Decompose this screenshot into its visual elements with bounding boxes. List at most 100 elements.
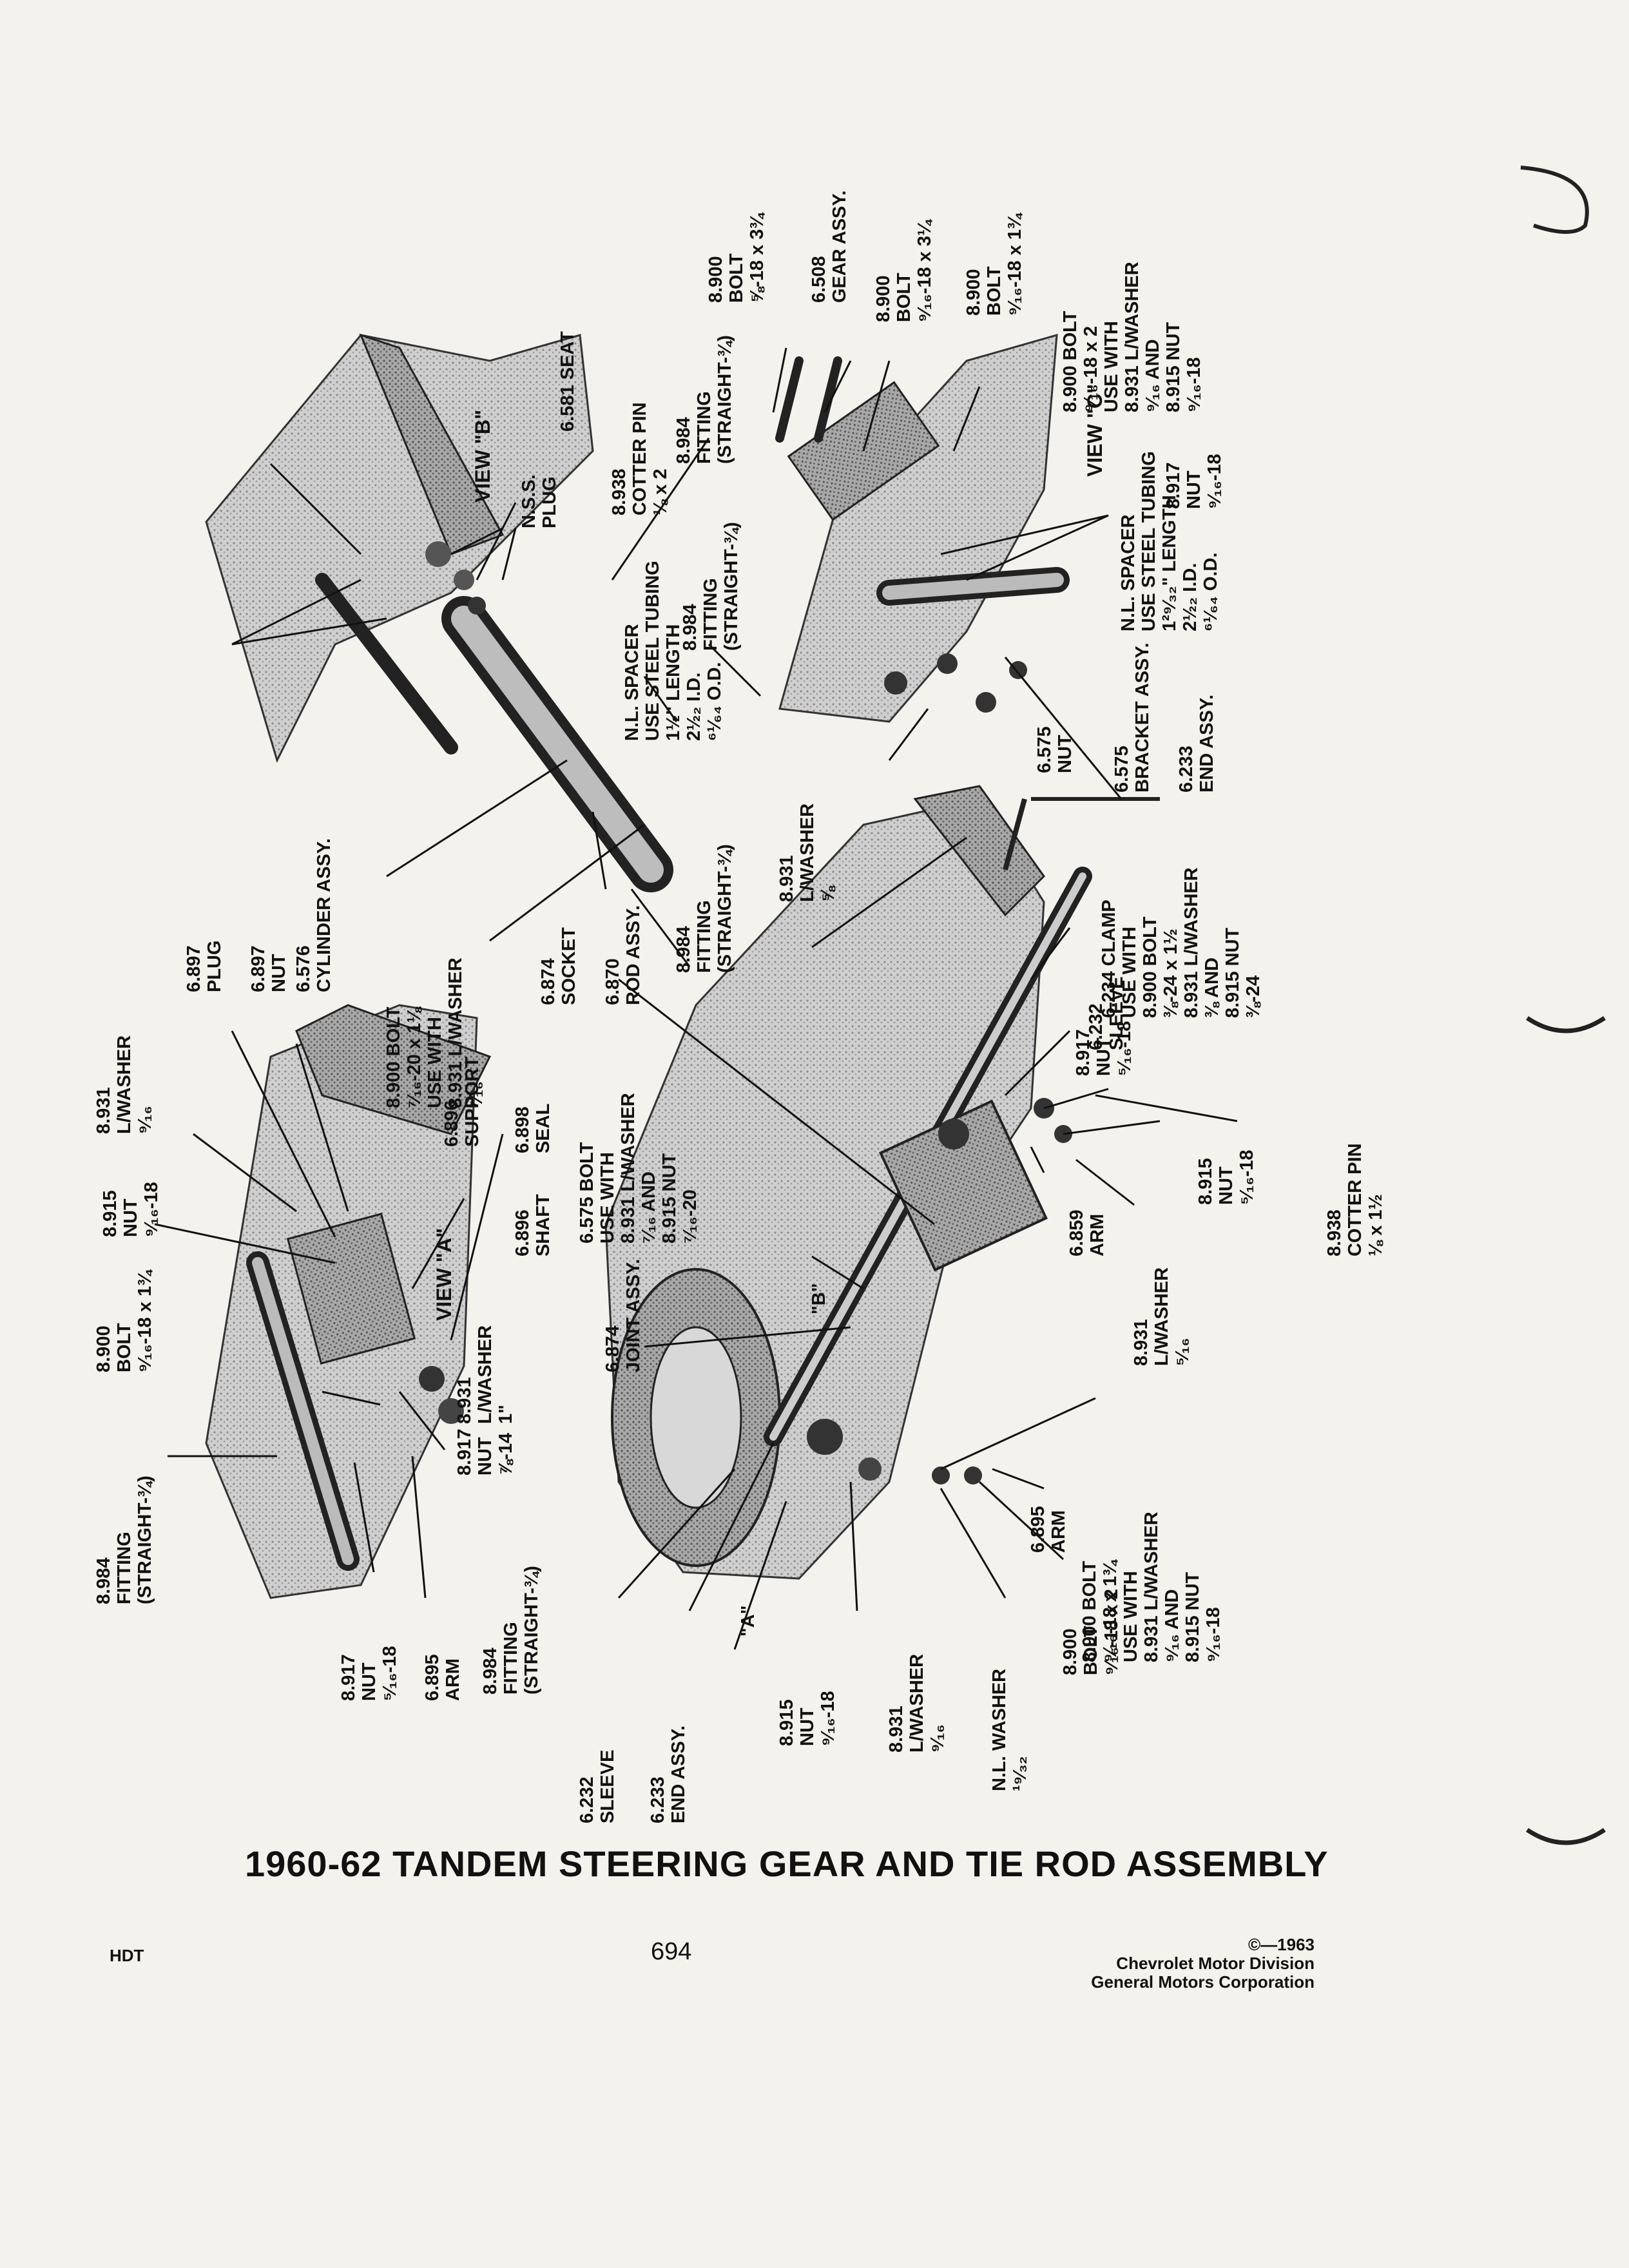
part-label-line: ARM (1087, 1214, 1108, 1256)
part-label-arm-6895-l: 6.895ARM (422, 1654, 463, 1701)
part-label-line: "A" (738, 1606, 758, 1637)
part-label-line: L/WASHER (1152, 1267, 1172, 1366)
part-label-line: 8.915 (1195, 1158, 1216, 1205)
part-label-line: SHAFT (533, 1194, 554, 1256)
view-a-illustration (205, 1004, 492, 1599)
part-label-line: 1½" LENGTH (663, 624, 684, 741)
part-label-sleeve-r: 6.232SLEEVE (1086, 977, 1127, 1050)
part-label-line: USE WITH (1121, 1571, 1141, 1662)
part-label-line: ARM (1048, 1510, 1069, 1553)
part-label-view-c: VIEW "C" (1083, 384, 1106, 477)
part-label-line: 8.984 (680, 604, 700, 651)
part-label-line: 8.931 (886, 1706, 907, 1753)
part-label-line: 6.898 (512, 1106, 533, 1153)
part-label-line: USE WITH (597, 1152, 618, 1244)
leader-lines (154, 347, 1238, 1650)
part-label-line: 8.984 (673, 417, 694, 464)
part-label-seat: 6.581 SEAT (557, 331, 578, 432)
part-label-line: ⁹⁄₁₆-18 (1203, 1607, 1224, 1662)
part-label-bolt-6575: 6.575 BOLTUSE WITH8.931 L/WASHER⁷⁄₁₆ AND… (577, 1093, 700, 1244)
part-label-bolt-c2: 8.900BOLT⁹⁄₁₆-18 x 3¼ (873, 218, 935, 322)
part-label-line: ⁹⁄₁₆-18 x 2 (1081, 326, 1101, 412)
part-label-plug-6897: 6.897PLUG (184, 940, 225, 992)
part-label-line: ⁷⁄₁₆-20 (680, 1189, 700, 1244)
part-label-line: BOLT (984, 266, 1005, 316)
part-label-mark-b: "B" (809, 1283, 829, 1314)
part-label-line: ⅜-24 x 1½ (1161, 928, 1181, 1018)
part-label-line: 8.900 BOLT (1079, 1561, 1100, 1662)
part-label-line: 8.931 L/WASHER (445, 957, 466, 1108)
part-label-line: 8.915 NUT (1182, 1571, 1203, 1662)
part-label-line: ⅝-18 x 3¾ (747, 212, 767, 303)
binder-hole-mark-2 (1526, 1016, 1606, 1033)
part-label-line: NUT (120, 1198, 141, 1237)
part-label-line: NUT (797, 1707, 818, 1746)
part-label-line: 1²⁹⁄₃₂" LENGTH (1159, 495, 1180, 631)
part-label-line: SOCKET (559, 927, 579, 1005)
part-label-line: FITTING (694, 900, 715, 973)
part-label-line: NUT (475, 1437, 496, 1475)
part-label-nut-516-r: 8.917NUT⁵⁄₁₆-18 (1073, 1021, 1135, 1076)
part-label-line: ⅝ (818, 885, 838, 902)
part-label-line: USE WITH (425, 1017, 445, 1108)
part-label-nut-top: 8.917NUT⁹⁄₁₆-18 (1163, 454, 1225, 509)
part-label-line: PLUG (539, 476, 560, 528)
publisher-line-2: General Motors Corporation (1091, 1972, 1315, 1992)
part-label-line: 8.931 L/WASHER (1181, 867, 1202, 1018)
part-label-cylinder-assy: 6.576CYLINDER ASSY. (293, 838, 334, 992)
part-label-line: L/WASHER (797, 803, 818, 902)
part-label-line: 8.915 NUT (659, 1153, 680, 1244)
part-label-line: 8.917 (1073, 1029, 1094, 1076)
part-label-line: GEAR ASSY. (829, 190, 850, 303)
part-label-line: 8.931 L/WASHER (1122, 262, 1142, 412)
part-label-line: 8.915 (776, 1699, 797, 1746)
part-label-line: (STRAIGHT-¾) (721, 522, 742, 651)
part-label-line: 6.897 (248, 945, 269, 992)
part-label-line: END ASSY. (668, 1725, 689, 1823)
part-label-gear-assy: 6.508GEAR ASSY. (809, 190, 850, 303)
part-label-line: 6.232 (577, 1776, 597, 1823)
part-label-cotter-top: 8.938COTTER PIN⅛ x 2 (609, 402, 671, 515)
part-label-line: 8.915 (100, 1190, 120, 1237)
part-label-line: 6.232 (1086, 1003, 1106, 1050)
part-label-line: 8.915 NUT (1163, 322, 1184, 412)
part-label-line: ⁹⁄₁₆-18 x 1¾ (135, 1269, 155, 1372)
part-label-line: 8.931 (1131, 1319, 1152, 1366)
copyright-line: ©—1963 (1248, 1935, 1315, 1954)
part-label-line: BOLT (1081, 1626, 1101, 1675)
part-label-line: 8.938 (609, 468, 630, 515)
part-label-fitting-bl: 8.984FITTING(STRAIGHT-¾) (480, 1566, 542, 1695)
part-label-bolt-bottom: 8.900BOLT⁹⁄₁₆-18 x 2 (1060, 1589, 1122, 1675)
part-label-line: NUT (1094, 1037, 1114, 1076)
part-label-line: CYLINDER ASSY. (314, 838, 334, 992)
part-label-line: VIEW "B" (471, 410, 494, 503)
part-label-nut-915-a: 8.915NUT⁹⁄₁₆-18 (100, 1182, 162, 1237)
view-b-illustration (205, 333, 673, 892)
part-label-line: ⁹⁄₁₆ AND (1162, 1589, 1182, 1662)
part-label-arm-6895-r: 6.895ARM (1028, 1506, 1069, 1553)
part-label-line: ⁶¹⁄₆₄ O.D. (704, 662, 725, 741)
part-label-nut-78: 8.917NUT⅞-14 (454, 1428, 516, 1475)
part-label-line: ⁹⁄₁₆-18 x 1¾ (1100, 1559, 1121, 1662)
part-label-line: 8.931 (93, 1087, 114, 1134)
part-label-line: FITTING (700, 578, 721, 651)
part-label-line: NUT (269, 954, 289, 992)
part-label-line: USE STEEL TUBING (642, 561, 663, 741)
main-axle-illustration (604, 785, 1160, 1580)
part-label-fitting-mid: 8.984FITTING(STRAIGHT-¾) (673, 844, 735, 973)
part-label-nut-6897: 6.897NUT (248, 945, 289, 992)
part-label-line: BOLT (114, 1323, 135, 1372)
part-label-line: NUT (359, 1662, 380, 1701)
part-label-bolt-c3: 8.900BOLT⁹⁄₁₆-18 x 1¾ (963, 212, 1025, 316)
part-label-line: BOLT (894, 273, 914, 322)
part-label-line: 8.900 (93, 1325, 114, 1372)
part-label-lwasher-516: 8.931L/WASHER⁵⁄₁₆ (1131, 1267, 1193, 1366)
part-label-line: "B" (809, 1283, 829, 1314)
part-label-nut-915-r: 8.915NUT⁵⁄₁₆-18 (1195, 1149, 1257, 1205)
part-label-line: ⁹⁄₁₆ AND (1142, 339, 1163, 412)
part-label-line: COTTER PIN (1345, 1143, 1365, 1256)
part-label-line: ⁷⁄₁₆-20 x 1⅛ (404, 1006, 425, 1108)
part-label-line: 8.984 (93, 1557, 114, 1604)
part-label-line: ⅜-24 (1243, 975, 1264, 1018)
